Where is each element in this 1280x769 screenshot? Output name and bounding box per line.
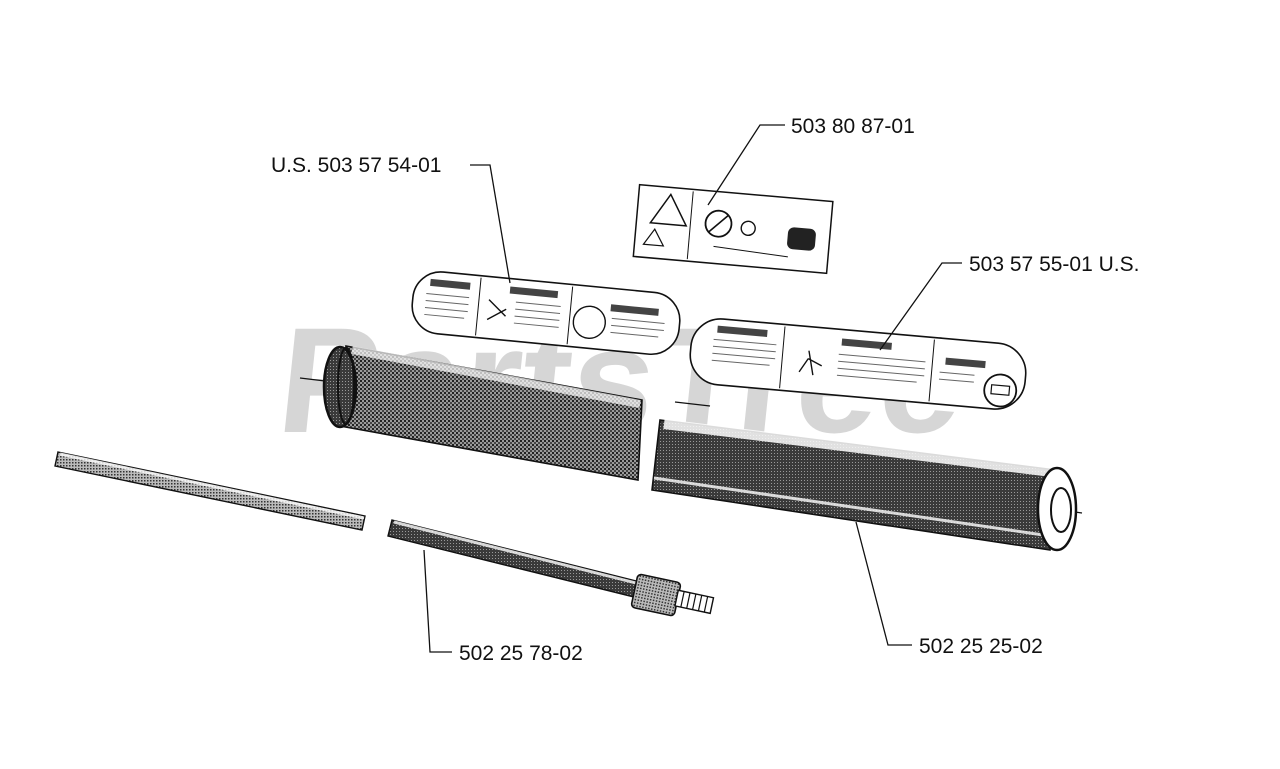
shaft-tube-right-section [651, 419, 1078, 552]
drive-shaft [54, 451, 715, 617]
callout-drive-shaft: 502 25 78-02 [459, 642, 583, 665]
decal-warning-right [689, 318, 1027, 410]
leader-lines [423, 124, 962, 653]
leader-decal-left [470, 164, 511, 284]
callout-decal-right: 503 57 55-01 U.S. [969, 253, 1140, 276]
leader-shaft-tube [855, 521, 912, 646]
callout-decal-left: U.S. 503 57 54-01 [271, 154, 442, 177]
drive-shaft-nut [630, 573, 682, 617]
decal-warning-top [632, 183, 834, 275]
leader-decal-right [879, 262, 962, 351]
callout-decal-top: 503 80 87-01 [791, 115, 915, 138]
leader-decal-top [707, 124, 785, 206]
leader-drive-shaft [423, 549, 452, 653]
drive-shaft-threaded-end [674, 589, 715, 615]
decal-warning-left [411, 271, 681, 356]
callout-shaft-tube: 502 25 25-02 [919, 635, 1043, 658]
shaft-tube-left-section [322, 345, 643, 481]
